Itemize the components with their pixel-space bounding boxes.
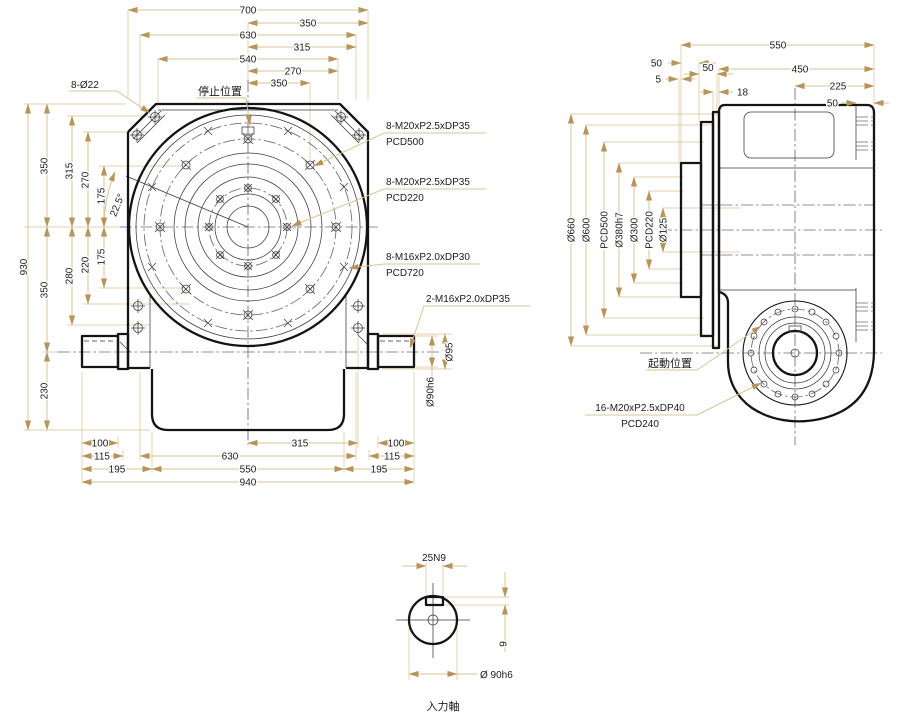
side-body bbox=[679, 103, 876, 423]
side-notes: 起動位置 16-M20xP2.5xDP40 PCD240 bbox=[585, 325, 762, 431]
dim-dia300: Ø300 bbox=[630, 217, 641, 242]
dim-940: 940 bbox=[240, 478, 257, 489]
dim-450: 450 bbox=[792, 65, 809, 76]
note-pcd500-2: PCD500 bbox=[386, 137, 424, 148]
front-notes: 8-Ø22 停止位置 8-M20xP2.5xDP35 PCD500 8-M20x… bbox=[69, 79, 530, 349]
dim-930: 930 bbox=[19, 258, 30, 275]
dim-270-left: 270 bbox=[81, 171, 92, 188]
front-dims-top: 700 350 630 315 540 270 350 bbox=[127, 4, 369, 91]
note-pcd720-2: PCD720 bbox=[386, 268, 424, 279]
dim-dia125: Ø125 bbox=[659, 217, 670, 242]
input-keyway-mark bbox=[788, 325, 802, 333]
pcd240-holes bbox=[747, 305, 843, 401]
dim-315-left: 315 bbox=[65, 162, 76, 179]
dim-350-top: 350 bbox=[300, 19, 317, 30]
keyway bbox=[424, 595, 445, 607]
note-side-tap: 2-M16xP2.0xDP35 bbox=[426, 294, 510, 305]
pcd720-holes bbox=[147, 126, 349, 328]
pcd500-holes bbox=[154, 133, 342, 321]
note-corner-holes: 8-Ø22 bbox=[71, 80, 99, 91]
dim-700: 700 bbox=[240, 6, 257, 17]
front-view: 700 350 630 315 540 270 350 930 350 315 … bbox=[18, 4, 530, 490]
note-pcd220-1: 8-M20xP2.5xDP35 bbox=[386, 177, 470, 188]
dim-pcd220-side: PCD220 bbox=[645, 211, 656, 249]
pcd220-holes bbox=[204, 183, 292, 271]
dim-195-right: 195 bbox=[371, 465, 388, 476]
dim-25N9: 25N9 bbox=[422, 553, 446, 564]
dim-dia380h7: Ø380h7 bbox=[615, 212, 626, 248]
note-pcd240-1: 16-M20xP2.5xDP40 bbox=[595, 403, 685, 414]
input-shaft-shape bbox=[407, 594, 459, 646]
dim-350-lower: 350 bbox=[40, 281, 51, 298]
front-housing bbox=[80, 102, 416, 432]
note-pcd240-2: PCD240 bbox=[621, 419, 659, 430]
dim-dia660: Ø660 bbox=[567, 217, 578, 242]
dim-280: 280 bbox=[65, 267, 76, 284]
dim-270: 270 bbox=[285, 67, 302, 78]
dim-315-bottom: 315 bbox=[292, 439, 309, 450]
dim-dia95: Ø95 bbox=[445, 342, 456, 361]
left-shaft-flange bbox=[116, 332, 130, 371]
dim-5: 5 bbox=[655, 75, 661, 86]
note-stop-position: 停止位置 bbox=[198, 84, 242, 98]
output-flange-step bbox=[711, 110, 721, 350]
dim-pcd500-side: PCD500 bbox=[600, 211, 611, 249]
top-tapped-holes bbox=[856, 116, 874, 151]
dim-angle: 22.5° bbox=[108, 192, 127, 218]
right-shaft bbox=[376, 334, 416, 369]
note-pcd220-2: PCD220 bbox=[386, 193, 424, 204]
dim-115-left: 115 bbox=[94, 452, 110, 463]
note-start-position: 起動位置 bbox=[648, 356, 692, 370]
dim-350-inner: 350 bbox=[271, 79, 288, 90]
dim-50-b: 50 bbox=[702, 63, 714, 74]
dim-630-bottom: 630 bbox=[222, 452, 239, 463]
dim-630: 630 bbox=[240, 31, 257, 42]
side-input-face bbox=[742, 300, 848, 406]
dim-195-left: 195 bbox=[109, 465, 126, 476]
dim-315: 315 bbox=[294, 43, 311, 54]
dim-50-a: 50 bbox=[651, 59, 663, 70]
dim-100-left: 100 bbox=[92, 439, 109, 450]
dim-100-right: 100 bbox=[388, 439, 405, 450]
dim-230: 230 bbox=[40, 382, 51, 399]
note-pcd500-1: 8-M20xP2.5xDP35 bbox=[386, 121, 470, 132]
dim-550-bottom: 550 bbox=[240, 465, 257, 476]
dim-220: 220 bbox=[81, 256, 92, 273]
dim-dia90h6: Ø90h6 bbox=[426, 377, 437, 407]
front-centerlines bbox=[58, 80, 442, 445]
input-extension-lines bbox=[408, 563, 509, 680]
note-pcd720-1: 8-M16xP2.0xDP30 bbox=[386, 252, 470, 263]
stop-position-marker bbox=[241, 126, 255, 135]
left-shaft bbox=[80, 334, 120, 369]
dim-350-upper: 350 bbox=[40, 157, 51, 174]
input-centerlines bbox=[396, 583, 470, 658]
front-dims-bottom: 100 315 100 115 630 115 195 550 195 940 bbox=[81, 437, 415, 490]
right-shaft-flange bbox=[366, 332, 380, 371]
side-dims-top: 550 50 50 5 450 18 225 50 bbox=[650, 39, 889, 111]
front-shaft-dims: Ø95 Ø90h6 bbox=[424, 333, 457, 408]
input-shaft-caption: 入力軸 bbox=[427, 699, 460, 713]
bottom-tapped-holes bbox=[856, 302, 874, 331]
input-shaft-view: 25N9 9 Ø 90h6 入力軸 bbox=[396, 552, 515, 714]
front-dims-left: 930 350 315 270 175 22.5° 175 220 280 35… bbox=[18, 103, 129, 431]
dim-175-lower: 175 bbox=[97, 248, 108, 265]
input-dims: 25N9 9 Ø 90h6 入力軸 bbox=[402, 552, 515, 714]
dim-115-right: 115 bbox=[384, 452, 400, 463]
side-dims-diameters: Ø660 Ø600 PCD500 Ø380h7 Ø300 PCD220 Ø125 bbox=[565, 113, 671, 347]
side-extension-lines bbox=[571, 45, 875, 347]
dim-550-side: 550 bbox=[770, 41, 787, 52]
dim-18: 18 bbox=[737, 88, 749, 99]
output-flange bbox=[699, 120, 715, 338]
corner-holes bbox=[130, 110, 366, 335]
dim-dia600: Ø600 bbox=[582, 217, 593, 242]
nameplate bbox=[743, 111, 835, 159]
side-view: 550 50 50 5 450 18 225 50 Ø660 Ø bbox=[565, 39, 889, 445]
dim-dia90h6-input: Ø 90h6 bbox=[480, 670, 513, 681]
dim-50-right: 50 bbox=[827, 99, 839, 110]
dim-540: 540 bbox=[240, 55, 257, 66]
dim-225: 225 bbox=[830, 82, 847, 93]
dim-9: 9 bbox=[499, 641, 510, 647]
